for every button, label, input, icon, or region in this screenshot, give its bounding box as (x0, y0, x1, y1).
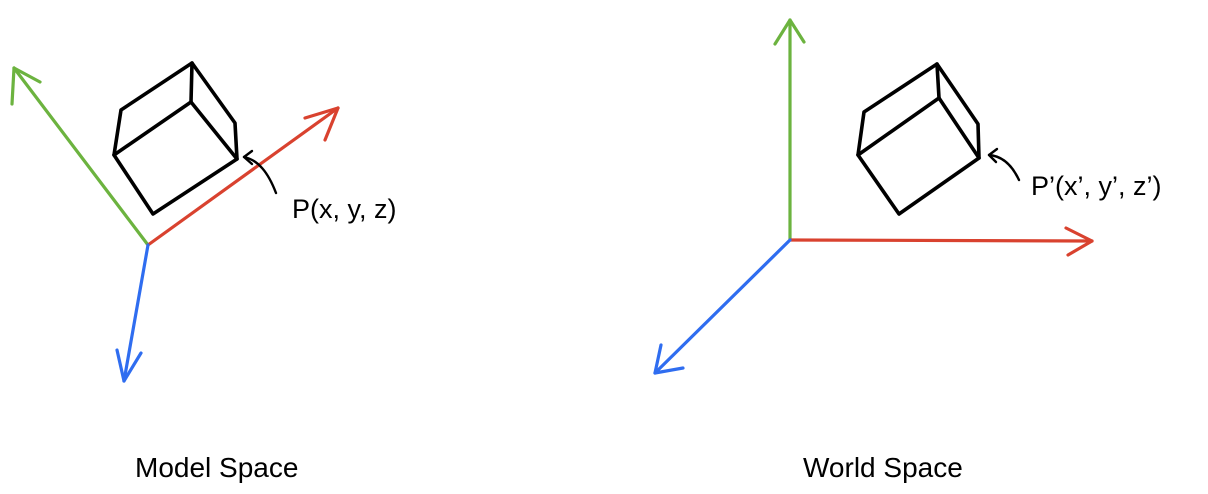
world-x-axis (788, 226, 1094, 257)
world-point-label: P’(x’, y’, z’) (1031, 171, 1162, 201)
world-pointer-arrow (987, 147, 1021, 182)
world-cube (856, 62, 981, 216)
model-space-title: Model Space (135, 452, 299, 483)
model-z-axis (115, 243, 150, 383)
world-y-axis (773, 18, 806, 242)
model-pointer-arrow (242, 149, 278, 195)
world-space-group (653, 18, 1094, 375)
model-y-axis (10, 66, 150, 247)
model-x-axis (146, 106, 340, 247)
model-cube (112, 61, 239, 216)
world-space-title: World Space (803, 452, 963, 483)
model-point-label: P(x, y, z) (292, 194, 397, 224)
world-z-axis (653, 238, 792, 375)
model-space-group (10, 61, 340, 383)
